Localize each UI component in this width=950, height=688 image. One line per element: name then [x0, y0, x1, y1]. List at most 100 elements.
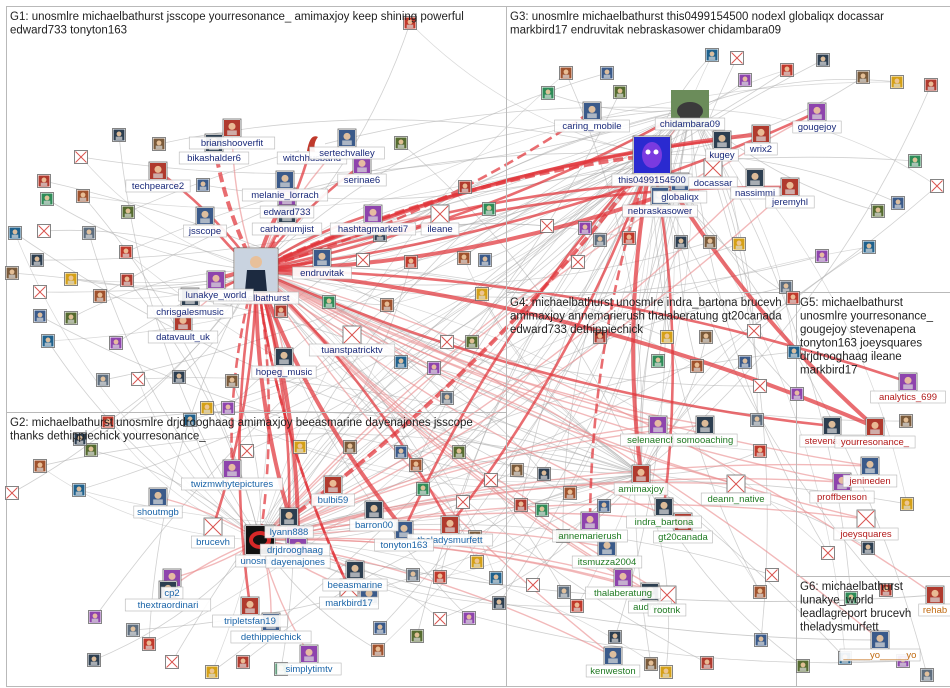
- avatar-icon[interactable]: [381, 299, 394, 312]
- node-barron00-avatar[interactable]: [365, 501, 383, 519]
- avatar-icon[interactable]: [34, 286, 47, 299]
- node-kenweston-avatar[interactable]: [604, 647, 622, 665]
- node-yourresonance_-avatar[interactable]: [866, 418, 884, 436]
- avatar-icon[interactable]: [120, 246, 133, 259]
- avatar-icon[interactable]: [463, 612, 476, 625]
- avatar-icon[interactable]: [560, 67, 573, 80]
- node-bulbi59-avatar[interactable]: [324, 476, 342, 494]
- avatar-icon[interactable]: [395, 446, 408, 459]
- avatar-icon[interactable]: [571, 600, 584, 613]
- avatar-icon[interactable]: [395, 356, 408, 369]
- node-docassar-avatar[interactable]: [704, 159, 722, 177]
- node-simplytimtv-avatar[interactable]: [300, 645, 318, 663]
- avatar-icon[interactable]: [538, 468, 551, 481]
- avatar-icon[interactable]: [97, 374, 110, 387]
- node-brucevh-avatar[interactable]: [204, 518, 222, 536]
- node-hopeg_music-avatar[interactable]: [275, 348, 293, 366]
- avatar-icon[interactable]: [41, 193, 54, 206]
- node-jsscope-avatar[interactable]: [196, 207, 214, 225]
- avatar-icon[interactable]: [614, 86, 627, 99]
- avatar-icon[interactable]: [294, 441, 307, 454]
- node-gougejoy-avatar[interactable]: [808, 103, 826, 121]
- avatar-icon[interactable]: [94, 290, 107, 303]
- avatar-icon[interactable]: [407, 569, 420, 582]
- avatar-icon[interactable]: [822, 547, 835, 560]
- avatar-icon[interactable]: [344, 441, 357, 454]
- node-kugey-avatar[interactable]: [713, 131, 731, 149]
- avatar-icon[interactable]: [748, 325, 761, 338]
- avatar-icon[interactable]: [706, 49, 719, 62]
- node-sertechvalley-avatar[interactable]: [338, 129, 356, 147]
- avatar-icon[interactable]: [816, 250, 829, 263]
- avatar-icon[interactable]: [405, 256, 418, 269]
- avatar-icon[interactable]: [434, 571, 447, 584]
- node-melanie_lorrach-avatar[interactable]: [276, 171, 294, 189]
- avatar-icon[interactable]: [42, 335, 55, 348]
- node-twizmwhytepictures-avatar[interactable]: [223, 460, 241, 478]
- node-nassimmj-avatar[interactable]: [746, 169, 764, 187]
- avatar-icon[interactable]: [143, 638, 156, 651]
- avatar-icon[interactable]: [173, 371, 186, 384]
- node-michaelbathurst-avatar[interactable]: [234, 248, 278, 292]
- node-lyann888-avatar[interactable]: [280, 508, 298, 526]
- avatar-icon[interactable]: [623, 232, 636, 245]
- avatar-icon[interactable]: [411, 630, 424, 643]
- avatar-icon[interactable]: [791, 388, 804, 401]
- avatar-icon[interactable]: [65, 312, 78, 325]
- avatar-icon[interactable]: [395, 137, 408, 150]
- avatar-icon[interactable]: [909, 155, 922, 168]
- avatar-icon[interactable]: [594, 234, 607, 247]
- avatar-icon[interactable]: [89, 611, 102, 624]
- node-theladysmurfett-avatar[interactable]: [441, 516, 459, 534]
- avatar-icon[interactable]: [572, 256, 585, 269]
- avatar-icon[interactable]: [739, 356, 752, 369]
- avatar-icon[interactable]: [441, 336, 454, 349]
- avatar-icon[interactable]: [434, 613, 447, 626]
- node-shoutmgb-avatar[interactable]: [149, 488, 167, 506]
- node-amimaxjoy-avatar[interactable]: [632, 465, 650, 483]
- node-endruvitak-avatar[interactable]: [313, 249, 331, 267]
- avatar-icon[interactable]: [458, 252, 471, 265]
- avatar-icon[interactable]: [558, 586, 571, 599]
- avatar-icon[interactable]: [471, 556, 484, 569]
- avatar-icon[interactable]: [862, 542, 875, 555]
- avatar-icon[interactable]: [863, 241, 876, 254]
- avatar-icon[interactable]: [65, 273, 78, 286]
- avatar-icon[interactable]: [428, 362, 441, 375]
- avatar-icon[interactable]: [457, 496, 470, 509]
- avatar-icon[interactable]: [441, 392, 454, 405]
- avatar-icon[interactable]: [237, 656, 250, 669]
- avatar-icon[interactable]: [787, 292, 800, 305]
- node-wrix2-avatar[interactable]: [752, 125, 770, 143]
- node-beeasmarine-avatar[interactable]: [346, 561, 364, 579]
- avatar-icon[interactable]: [755, 634, 768, 647]
- node-lunakye_world-avatar[interactable]: [207, 271, 225, 289]
- avatar-icon[interactable]: [466, 336, 479, 349]
- avatar-icon[interactable]: [485, 474, 498, 487]
- avatar-icon[interactable]: [372, 644, 385, 657]
- node-_____yo_____yo-avatar[interactable]: [871, 631, 889, 649]
- avatar-icon[interactable]: [38, 175, 51, 188]
- avatar-icon[interactable]: [73, 484, 86, 497]
- node-jenineden-avatar[interactable]: [861, 457, 879, 475]
- avatar-icon[interactable]: [857, 71, 870, 84]
- avatar-icon[interactable]: [661, 331, 674, 344]
- avatar-icon[interactable]: [122, 206, 135, 219]
- avatar-icon[interactable]: [493, 597, 506, 610]
- avatar-icon[interactable]: [817, 54, 830, 67]
- avatar-icon[interactable]: [34, 310, 47, 323]
- avatar-icon[interactable]: [901, 498, 914, 511]
- node-indra_bartona-avatar[interactable]: [655, 498, 673, 516]
- node-tuanstpatricktv-avatar[interactable]: [343, 326, 361, 344]
- node-annemarierush-avatar[interactable]: [581, 512, 599, 530]
- avatar-icon[interactable]: [323, 296, 336, 309]
- avatar-icon[interactable]: [797, 660, 810, 673]
- node-joeysquares-avatar[interactable]: [857, 510, 875, 528]
- avatar-icon[interactable]: [892, 197, 905, 210]
- node-selenaenchant-avatar[interactable]: [649, 416, 667, 434]
- avatar-icon[interactable]: [645, 658, 658, 671]
- avatar-icon[interactable]: [38, 225, 51, 238]
- avatar-icon[interactable]: [541, 220, 554, 233]
- avatar-icon[interactable]: [110, 337, 123, 350]
- node-hashtagmarketi7-avatar[interactable]: [364, 205, 382, 223]
